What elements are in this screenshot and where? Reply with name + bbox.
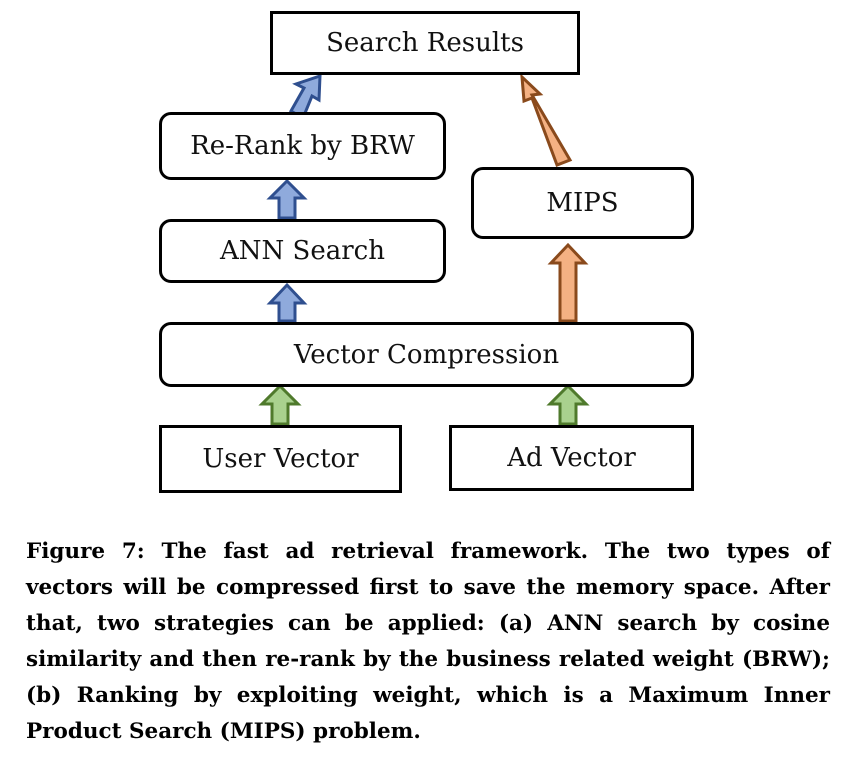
arrow-compression-to-ann (266, 282, 308, 323)
node-rerank-by-brw: Re-Rank by BRW (159, 112, 446, 180)
arrow-ad-to-compression (546, 383, 590, 426)
node-ad-vector: Ad Vector (449, 425, 694, 491)
arrow-compression-to-mips (547, 242, 589, 323)
arrows-layer (258, 73, 590, 426)
arrow-user-to-compression (258, 383, 302, 426)
figure-caption: Figure 7: The fast ad retrieval framewor… (26, 539, 830, 744)
node-user-vector: User Vector (159, 425, 402, 493)
node-mips: MIPS (471, 167, 694, 239)
node-vector-compression: Vector Compression (159, 322, 694, 387)
node-search-results: Search Results (270, 11, 580, 75)
node-ann-search: ANN Search (159, 219, 446, 283)
arrow-mips-to-results (520, 73, 573, 167)
arrow-ann-to-rerank (266, 178, 308, 220)
